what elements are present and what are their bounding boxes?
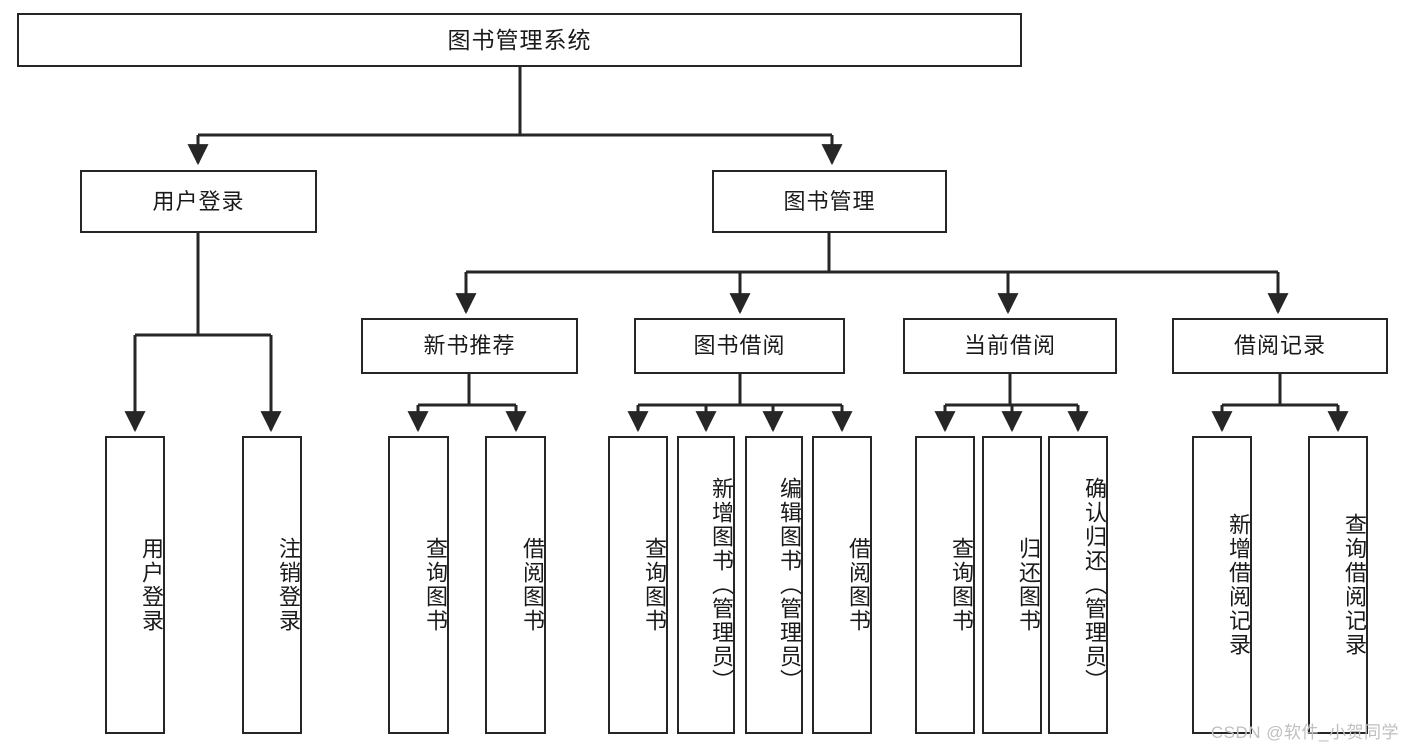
leaf-query-book-current[interactable]: 查询图书 xyxy=(915,436,975,734)
node-book-manage[interactable]: 图书管理 xyxy=(712,170,947,233)
watermark-text: CSDN @软件_小贺同学 xyxy=(1210,723,1399,742)
leaf-logout[interactable]: 注销登录 xyxy=(242,436,302,734)
node-label: 归还图书 xyxy=(1016,537,1041,633)
node-current-borrow[interactable]: 当前借阅 xyxy=(903,318,1117,374)
leaf-borrow-book-rec[interactable]: 借阅图书 xyxy=(485,436,546,734)
node-label: 图书借阅 xyxy=(693,333,786,359)
node-label: 查询借阅记录 xyxy=(1342,513,1367,657)
node-label: 用户登录 xyxy=(139,537,164,633)
node-label: 借阅记录 xyxy=(1233,333,1326,359)
node-label: 查询图书 xyxy=(423,537,448,633)
leaf-add-borrow-record[interactable]: 新增借阅记录 xyxy=(1192,436,1252,734)
leaf-add-book-admin[interactable]: 新增图书（管理员） xyxy=(677,436,735,734)
leaf-query-borrow-record[interactable]: 查询借阅记录 xyxy=(1308,436,1368,734)
node-label: 用户登录 xyxy=(152,188,245,214)
node-root-system[interactable]: 图书管理系统 xyxy=(17,13,1022,67)
node-label: 确认归还（管理员） xyxy=(1082,477,1107,693)
node-label: 新增图书（管理员） xyxy=(709,477,734,693)
leaf-query-book-borrow[interactable]: 查询图书 xyxy=(608,436,668,734)
leaf-confirm-return-admin[interactable]: 确认归还（管理员） xyxy=(1048,436,1108,734)
node-label: 当前借阅 xyxy=(963,333,1056,359)
leaf-borrow-book[interactable]: 借阅图书 xyxy=(812,436,872,734)
node-new-book-recommend[interactable]: 新书推荐 xyxy=(361,318,578,374)
node-label: 查询图书 xyxy=(949,537,974,633)
node-label: 新书推荐 xyxy=(423,333,516,359)
node-user-login[interactable]: 用户登录 xyxy=(80,170,317,233)
node-label: 借阅图书 xyxy=(846,537,871,633)
leaf-query-book-rec[interactable]: 查询图书 xyxy=(388,436,449,734)
node-borrow-record[interactable]: 借阅记录 xyxy=(1172,318,1388,374)
leaf-edit-book-admin[interactable]: 编辑图书（管理员） xyxy=(745,436,803,734)
node-label: 借阅图书 xyxy=(520,537,545,633)
node-label: 编辑图书（管理员） xyxy=(777,477,802,693)
leaf-return-book[interactable]: 归还图书 xyxy=(982,436,1042,734)
node-label: 注销登录 xyxy=(276,537,301,633)
node-label: 图书管理 xyxy=(783,188,876,214)
node-label: 新增借阅记录 xyxy=(1226,513,1251,657)
node-label: 图书管理系统 xyxy=(447,26,592,53)
leaf-user-login[interactable]: 用户登录 xyxy=(105,436,165,734)
node-book-borrow[interactable]: 图书借阅 xyxy=(634,318,845,374)
node-label: 查询图书 xyxy=(642,537,667,633)
